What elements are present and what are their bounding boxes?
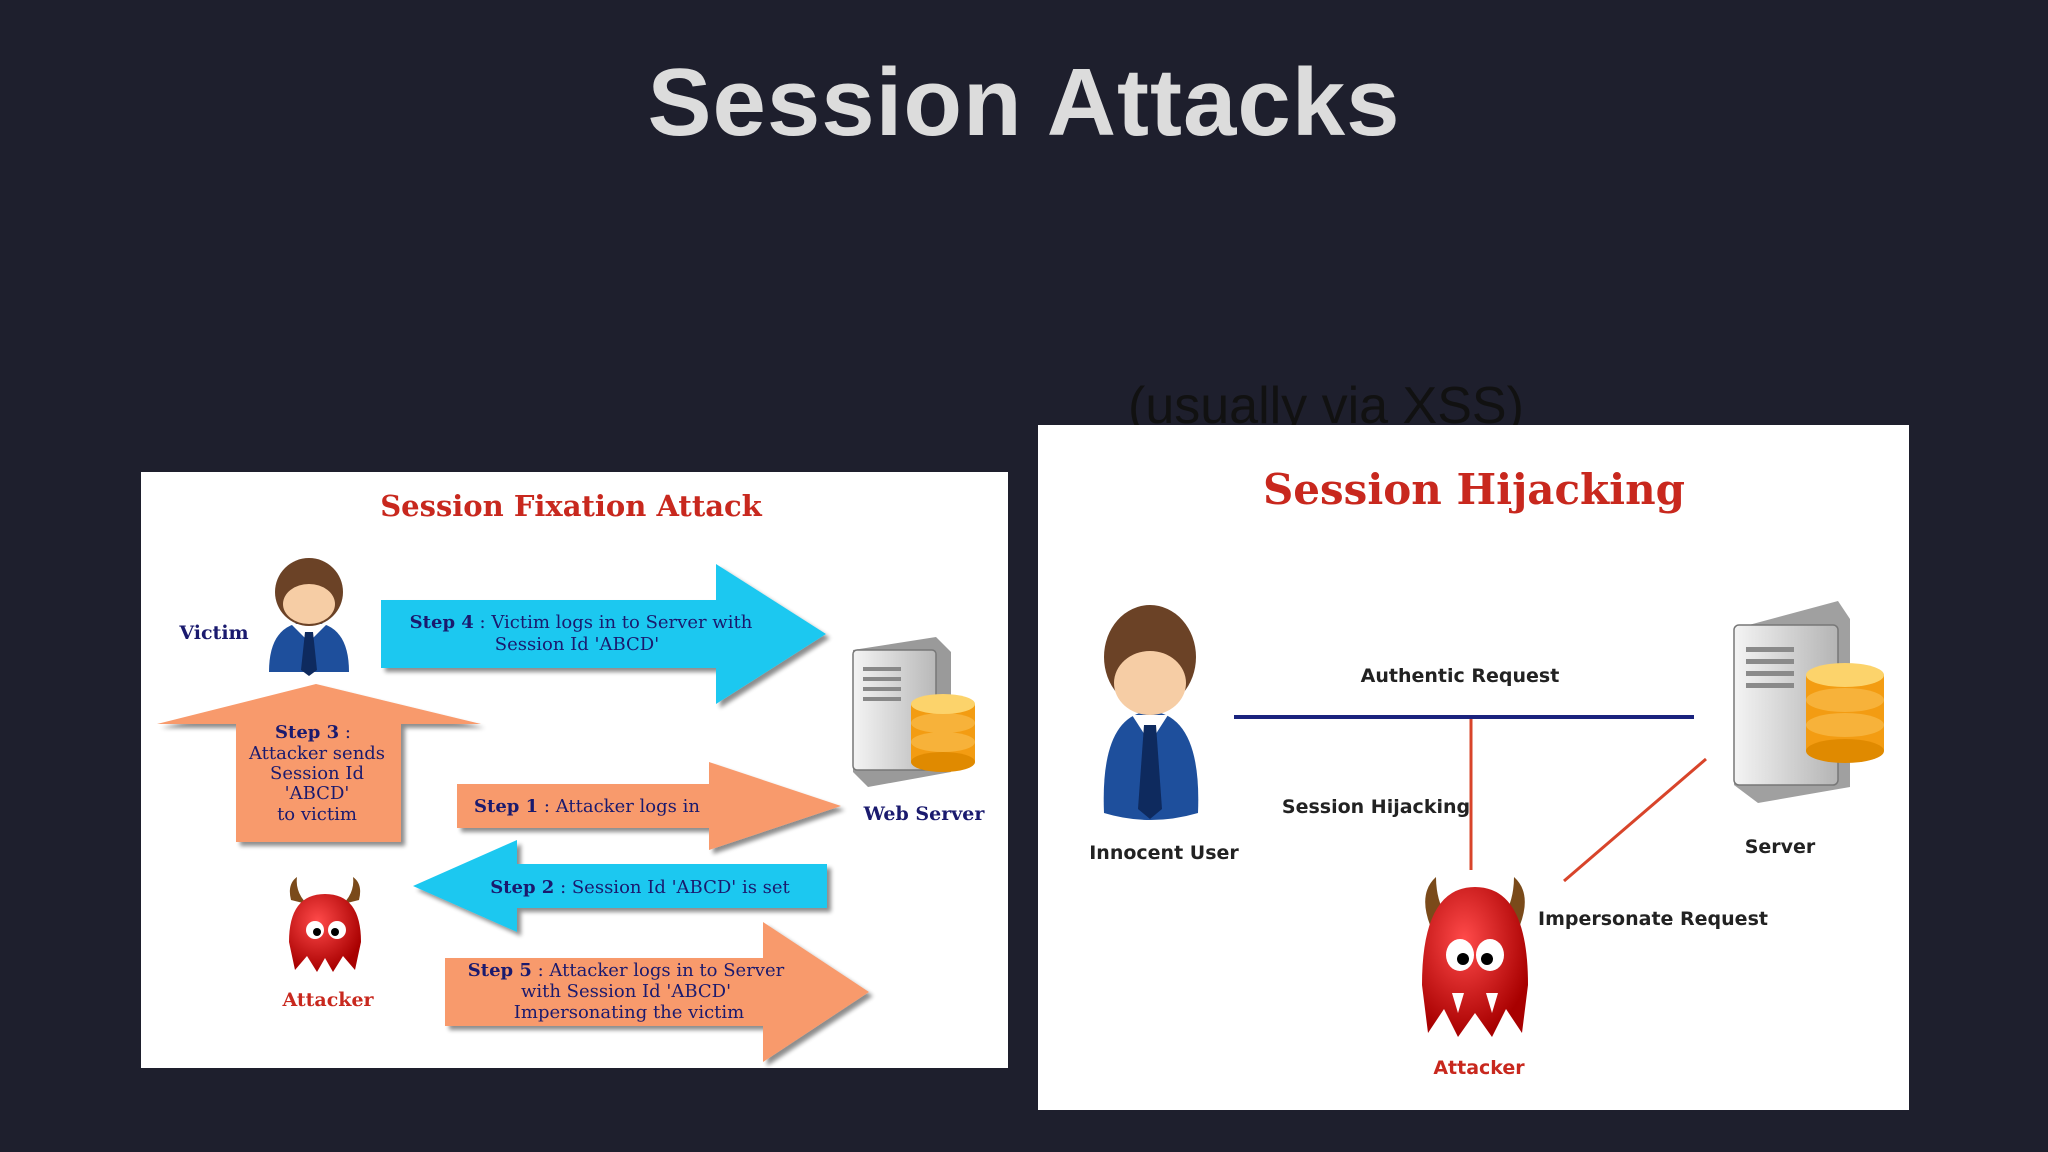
svg-text:Step 3 :: Step 3 : — [275, 722, 351, 743]
svg-text:Step 5 : Attacker logs in to S: Step 5 : Attacker logs in to Server — [468, 960, 785, 981]
step1-arrow — [457, 762, 841, 850]
hijacking-title: Session Hijacking — [1263, 465, 1685, 514]
step4-text-1: : Victim logs in to Server with — [474, 612, 753, 633]
step5-arrow — [445, 922, 869, 1062]
svg-text:Step 4 : Victim logs in to Ser: Step 4 : Victim logs in to Server with — [410, 612, 753, 633]
step3-text-4: to victim — [277, 804, 357, 825]
step3-text-3: 'ABCD' — [285, 783, 350, 804]
web-server-label: Web Server — [863, 803, 986, 825]
victim-person-icon — [269, 558, 349, 676]
step5-text-3: Impersonating the victim — [514, 1002, 744, 1023]
step5-text-2: with Session Id 'ABCD' — [521, 981, 731, 1002]
fixation-title: Session Fixation Attack — [380, 489, 762, 523]
session-hijacking-diagram: Session Hijacking Innocent User Authenti… — [1038, 425, 1909, 1110]
step5-text-1: : Attacker logs in to Server — [532, 960, 785, 981]
step3-text-1: Attacker sends — [248, 743, 385, 764]
step2-arrow — [413, 840, 827, 932]
slide-title: Session Attacks — [647, 49, 1401, 156]
step3-arrow — [157, 684, 481, 842]
victim-label: Victim — [178, 622, 248, 644]
attacker-devil-icon — [289, 877, 361, 972]
step3-step: Step 3 — [275, 722, 339, 743]
session-hijacking-label: Session Hijacking — [1282, 796, 1470, 818]
step3-text-2: Session Id — [270, 763, 364, 784]
step2-text: : Session Id 'ABCD' is set — [554, 877, 790, 898]
attacker-label: Attacker — [281, 989, 374, 1011]
innocent-user-icon — [1103, 605, 1199, 820]
step3-colon: : — [339, 722, 351, 743]
step4-step: Step 4 — [410, 612, 474, 633]
step4-text-2: Session Id 'ABCD' — [495, 634, 659, 655]
impersonate-request-line — [1563, 757, 1707, 883]
authentic-request-label: Authentic Request — [1361, 665, 1560, 687]
step5-step: Step 5 — [468, 960, 532, 981]
innocent-user-label: Innocent User — [1089, 842, 1239, 864]
svg-text:Step 2 : Session Id 'ABCD' is: Step 2 : Session Id 'ABCD' is set — [490, 877, 790, 898]
step1-text: : Attacker logs in — [538, 796, 700, 817]
web-server-icon — [852, 637, 975, 787]
server-icon — [1733, 601, 1884, 803]
step4-arrow — [381, 564, 826, 704]
svg-text:Step 1 : Attacker logs in: Step 1 : Attacker logs in — [474, 796, 700, 817]
step2-step: Step 2 — [490, 877, 554, 898]
attacker-label-2: Attacker — [1433, 1057, 1525, 1079]
attacker-devil-icon-2 — [1422, 877, 1528, 1037]
server-label: Server — [1745, 836, 1816, 858]
session-fixation-diagram: Session Fixation Attack Step 4 : Victim … — [141, 472, 1008, 1068]
impersonate-request-label: Impersonate Request — [1538, 908, 1768, 930]
step1-step: Step 1 — [474, 796, 538, 817]
